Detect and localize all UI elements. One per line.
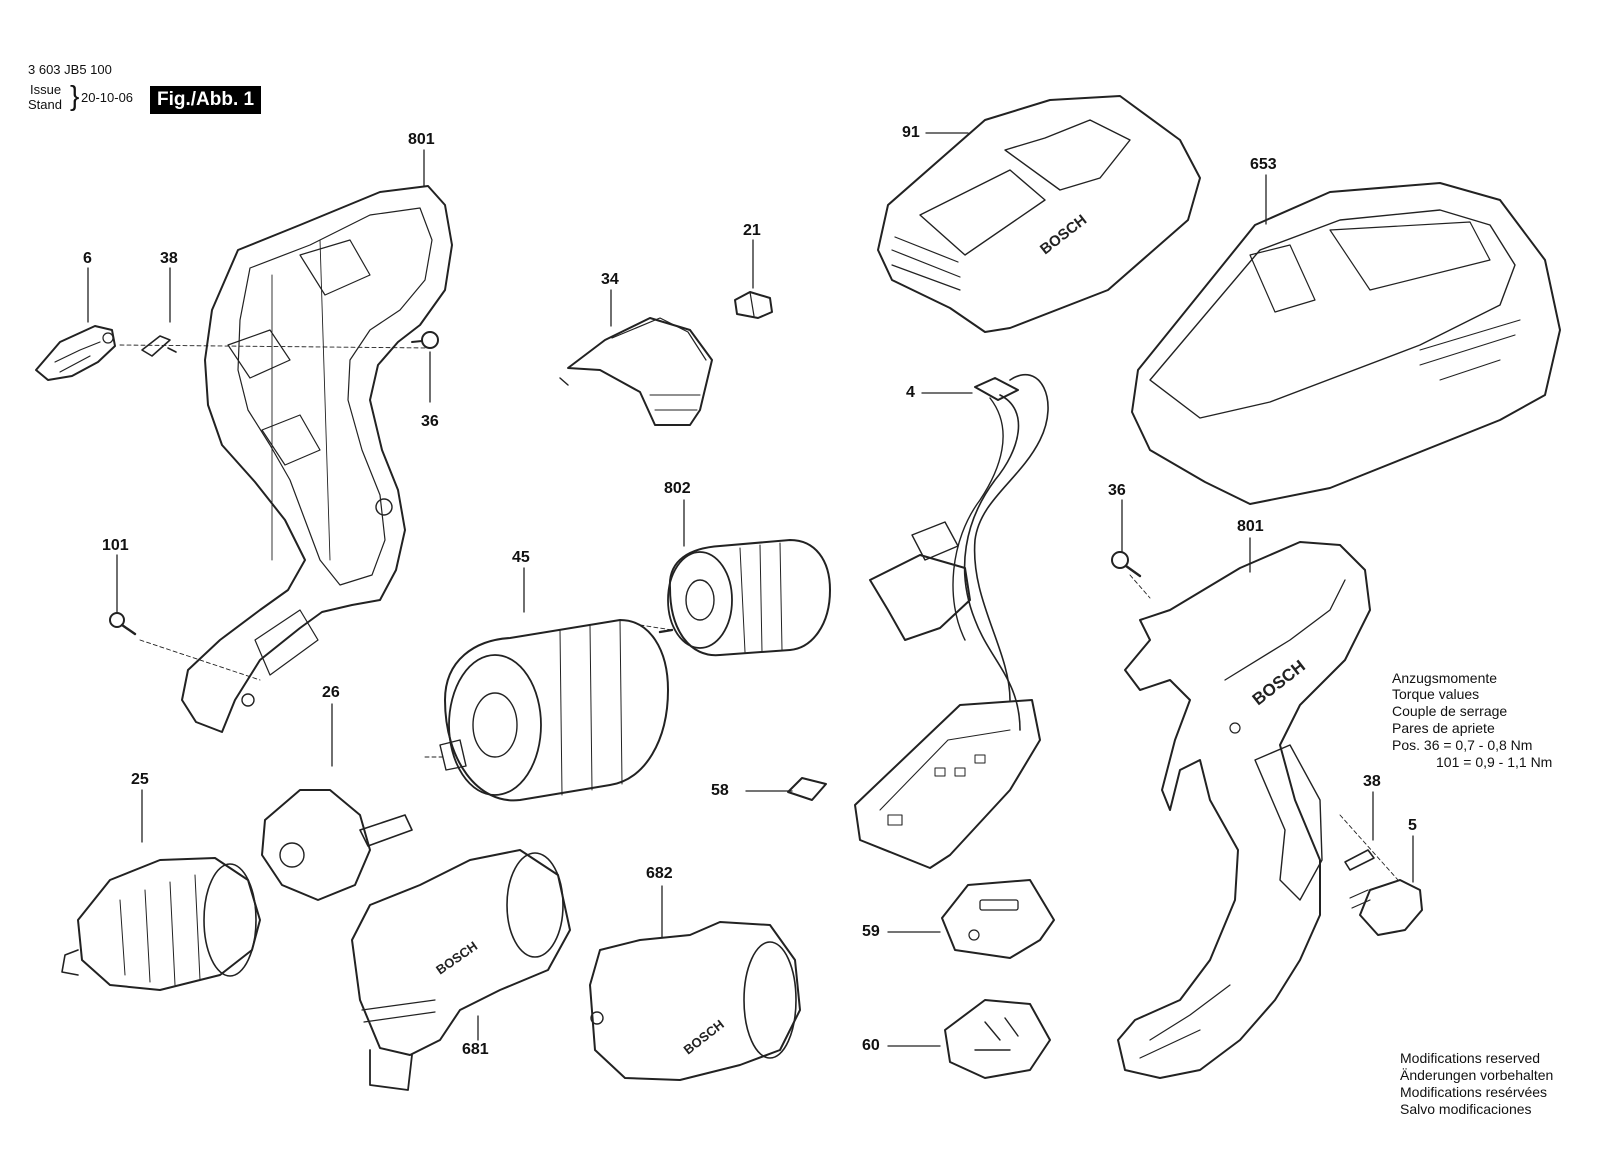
screw-101	[109, 612, 137, 636]
clutch-part-26	[261, 789, 413, 901]
switch-cap-5	[1349, 879, 1423, 936]
spring-38	[141, 335, 177, 357]
callout-38-left: 38	[160, 250, 178, 267]
modifications-fr: Modifications resérvées	[1400, 1084, 1548, 1100]
contact-plate-60	[944, 999, 1051, 1079]
assembly-axis-lines	[119, 344, 1399, 881]
brace: }	[70, 80, 80, 111]
callout-653: 653	[1250, 156, 1277, 173]
callout-34: 34	[601, 271, 619, 288]
document-number: 3 603 JB5 100	[28, 62, 112, 77]
chuck-25	[61, 857, 261, 991]
callout-36-left: 36	[421, 413, 439, 430]
pad-58	[787, 777, 827, 801]
adapter-681-brand-label: BOSCH	[433, 938, 480, 977]
torque-title-en: Torque values	[1392, 686, 1480, 702]
callout-6: 6	[83, 250, 92, 267]
torque-title-es: Pares de apriete	[1392, 720, 1495, 736]
selector-slider-34	[559, 317, 713, 426]
leader-lines	[87, 132, 1414, 1047]
switch-harness-4	[854, 373, 1049, 869]
callout-5: 5	[1408, 817, 1417, 834]
callout-38-right: 38	[1363, 773, 1381, 790]
figure-label: Fig./Abb. 1	[150, 86, 262, 114]
spring-38-right	[1344, 849, 1375, 871]
callout-682: 682	[646, 865, 673, 882]
callout-681: 681	[462, 1041, 489, 1058]
offset-adapter-682: BOSCH	[589, 921, 801, 1081]
modifications-en: Modifications reserved	[1400, 1050, 1541, 1066]
knob-21	[734, 291, 773, 319]
callout-21: 21	[743, 222, 761, 239]
housing-half-right-801: BOSCH	[1117, 541, 1371, 1079]
callout-101: 101	[102, 537, 129, 554]
callout-25: 25	[131, 771, 149, 788]
callout-4: 4	[906, 384, 915, 401]
torque-title-de: Anzugsmomente	[1392, 670, 1498, 686]
callout-801-right: 801	[1237, 518, 1264, 535]
torque-title-fr: Couple de serrage	[1392, 703, 1508, 719]
torque-value-101: 101 = 0,9 - 1,1 Nm	[1436, 754, 1553, 770]
callout-801-left: 801	[408, 131, 435, 148]
callout-58: 58	[711, 782, 729, 799]
battery-pack-91: BOSCH	[877, 95, 1201, 333]
modifications-es: Salvo modificaciones	[1400, 1101, 1532, 1117]
callout-802: 802	[664, 480, 691, 497]
housing-half-left-801	[181, 185, 453, 733]
motor-802	[658, 539, 831, 657]
issue-date: 20-10-06	[81, 90, 134, 105]
torque-value-36: Pos. 36 = 0,7 - 0,8 Nm	[1392, 737, 1533, 753]
switch-cap-6	[35, 325, 116, 381]
screw-36-left	[411, 331, 439, 349]
callout-45: 45	[512, 549, 530, 566]
callout-26: 26	[322, 684, 340, 701]
battery-brand-label: BOSCH	[1037, 211, 1090, 258]
adapter-682-brand-label: BOSCH	[681, 1017, 727, 1058]
callout-91: 91	[902, 124, 920, 141]
gearbox-45	[439, 619, 669, 802]
callout-36-right: 36	[1108, 482, 1126, 499]
charger-653	[1131, 182, 1561, 505]
stand-label: Stand	[28, 97, 62, 112]
housing-801-brand-label: BOSCH	[1249, 656, 1309, 709]
callout-60: 60	[862, 1037, 880, 1054]
issue-label: Issue	[30, 82, 62, 97]
modifications-de: Änderungen vorbehalten	[1400, 1067, 1554, 1083]
angle-adapter-681: BOSCH	[351, 849, 571, 1091]
cover-59	[941, 879, 1055, 959]
screw-36-right	[1111, 551, 1142, 578]
callout-59: 59	[862, 923, 880, 940]
